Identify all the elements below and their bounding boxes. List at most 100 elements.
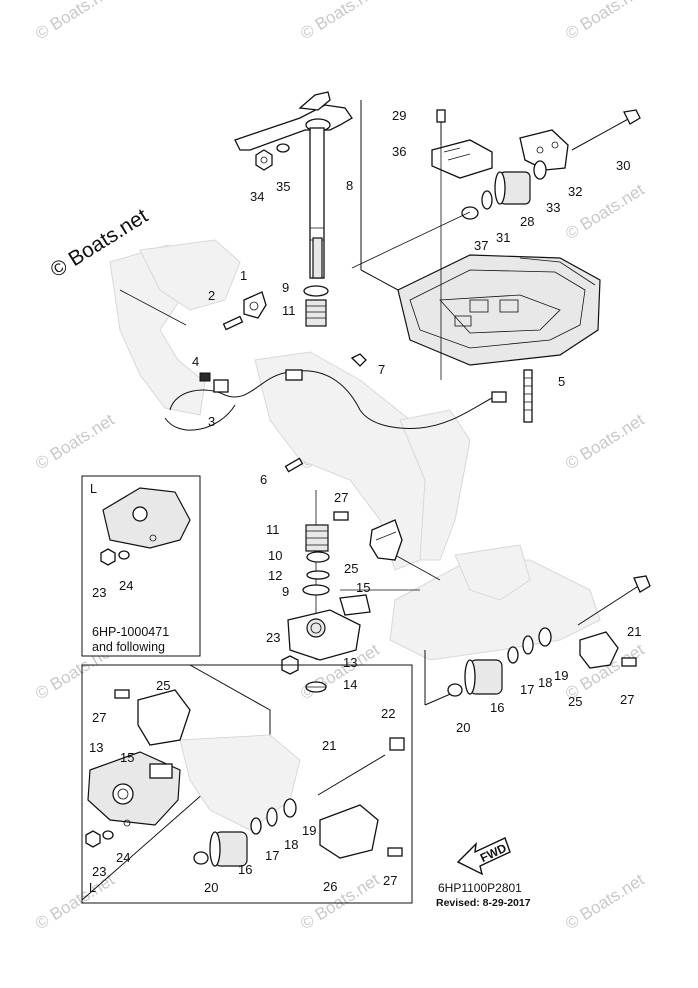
plate-32 bbox=[519, 129, 569, 171]
cable-harness-3 bbox=[164, 369, 421, 431]
mount-25-right bbox=[579, 631, 619, 669]
callout-11: 11 bbox=[282, 303, 296, 318]
bolt-2 bbox=[222, 315, 244, 331]
callout-17: 17 bbox=[265, 848, 279, 863]
watermark-text: © Boats.net bbox=[562, 410, 648, 473]
mount-25 bbox=[369, 519, 403, 561]
callout-23: 23 bbox=[266, 630, 280, 645]
callout-33: 33 bbox=[546, 200, 560, 215]
inset-top bbox=[81, 475, 201, 657]
callout-24: 24 bbox=[116, 850, 130, 865]
callout-1: 1 bbox=[240, 268, 247, 283]
revised-date: Revised: 8-29-2017 bbox=[436, 897, 531, 909]
fwd-label: FWD bbox=[478, 841, 509, 865]
callout-6: 6 bbox=[260, 472, 267, 487]
watermark-text: © Boats.net bbox=[297, 870, 383, 933]
screw-4 bbox=[199, 372, 211, 382]
collar-37 bbox=[461, 206, 479, 220]
bottom-cowling bbox=[397, 254, 601, 366]
callout-4: 4 bbox=[192, 354, 199, 369]
watermark-text: © Boats.net bbox=[32, 410, 118, 473]
callout-20: 20 bbox=[456, 720, 470, 735]
callout-23: 23 bbox=[92, 585, 106, 600]
inset-bottom bbox=[81, 664, 413, 904]
callout-18: 18 bbox=[284, 837, 298, 852]
callout-15: 15 bbox=[356, 580, 370, 595]
callout-16: 16 bbox=[238, 862, 252, 877]
callout-24: 24 bbox=[119, 578, 133, 593]
callout-18: 18 bbox=[538, 675, 552, 690]
callout-9: 9 bbox=[282, 584, 289, 599]
callout-26: 26 bbox=[323, 879, 337, 894]
callout-34: 34 bbox=[250, 189, 264, 204]
clamp-1 bbox=[243, 291, 267, 319]
diagram-code: 6HP1100P2801 bbox=[438, 881, 522, 895]
callout-27: 27 bbox=[334, 490, 348, 505]
callout-2: 2 bbox=[208, 288, 215, 303]
callout-31: 31 bbox=[496, 230, 510, 245]
callout-25: 25 bbox=[156, 678, 170, 693]
callout-20: 20 bbox=[204, 880, 218, 895]
washer-33 bbox=[533, 160, 547, 180]
callout-22: 22 bbox=[381, 706, 395, 721]
callout-32: 32 bbox=[568, 184, 582, 199]
bolt-21 bbox=[577, 575, 651, 626]
inset-top-note-line1: 6HP-1000471 bbox=[92, 625, 169, 639]
washer-31 bbox=[481, 190, 493, 210]
callout-12: 12 bbox=[268, 568, 282, 583]
callout-25: 25 bbox=[568, 694, 582, 709]
callout-19: 19 bbox=[302, 823, 316, 838]
callout-21: 21 bbox=[627, 624, 641, 639]
callout-11: 11 bbox=[266, 522, 280, 537]
callout-36: 36 bbox=[392, 144, 406, 159]
washer-35 bbox=[276, 143, 290, 153]
bushing-11-lower bbox=[305, 524, 329, 552]
callout-8: 8 bbox=[346, 178, 353, 193]
callout-15: 15 bbox=[120, 750, 134, 765]
washer-18 bbox=[522, 635, 534, 655]
inset-top-note-line2: and following bbox=[92, 640, 165, 654]
watermark-text: © Boats.net bbox=[562, 0, 648, 43]
callout-21: 21 bbox=[322, 738, 336, 753]
callout-19: 19 bbox=[554, 668, 568, 683]
callout-9: 9 bbox=[282, 280, 289, 295]
plate-15 bbox=[339, 594, 371, 616]
bolt-29 bbox=[436, 109, 446, 145]
bolt-27-right bbox=[621, 657, 637, 667]
o-ring-9-lower bbox=[302, 584, 330, 596]
fwd-arrow-icon: FWD bbox=[456, 837, 511, 876]
o-ring-12 bbox=[306, 570, 330, 580]
cover-36 bbox=[431, 139, 493, 179]
collar-20 bbox=[447, 683, 463, 697]
steering-bracket bbox=[234, 91, 353, 279]
bracket-13 bbox=[287, 609, 361, 661]
callout-13: 13 bbox=[89, 740, 103, 755]
washer-17 bbox=[507, 646, 519, 664]
callout-23: 23 bbox=[92, 864, 106, 879]
bolt-6 bbox=[284, 457, 304, 473]
callout-37: 37 bbox=[474, 238, 488, 253]
callout-17: 17 bbox=[520, 682, 534, 697]
clip-7 bbox=[350, 353, 367, 367]
nut-34 bbox=[255, 149, 273, 171]
washer-10 bbox=[306, 551, 330, 563]
bolt-27-upper bbox=[333, 511, 349, 521]
callout-7: 7 bbox=[378, 362, 385, 377]
callout-27: 27 bbox=[383, 873, 397, 888]
inset-top-corner-label: L bbox=[90, 482, 97, 496]
bushing-11-upper bbox=[305, 299, 327, 327]
callout-28: 28 bbox=[520, 214, 534, 229]
callout-35: 35 bbox=[276, 179, 290, 194]
swivel-bracket-ghost bbox=[109, 239, 601, 661]
callout-14: 14 bbox=[343, 677, 357, 692]
clip-14 bbox=[305, 681, 327, 693]
callout-25: 25 bbox=[344, 561, 358, 576]
watermark-text: © Boats.net bbox=[32, 0, 118, 43]
plastic-tie-5 bbox=[419, 369, 533, 429]
callout-10: 10 bbox=[268, 548, 282, 563]
inset-bottom-corner-label: L bbox=[89, 881, 96, 895]
callout-layer: 1234567891129363032332831373435271110129… bbox=[89, 108, 641, 895]
watermark-text: © Boats.net bbox=[297, 0, 383, 43]
o-ring-9-upper bbox=[303, 285, 329, 297]
